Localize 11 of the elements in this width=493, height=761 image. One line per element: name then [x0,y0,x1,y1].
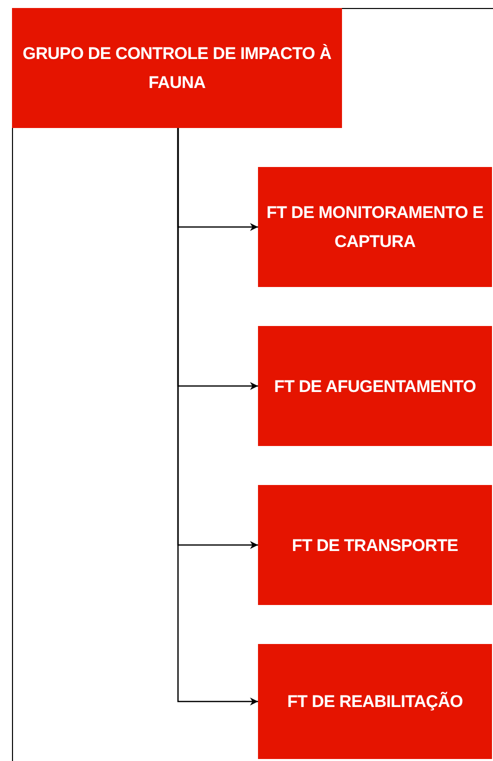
arrow [177,128,258,706]
team-box [258,485,492,605]
team-box [258,644,492,759]
team-box [258,326,492,446]
box-label: FT DE TRANSPORTE [292,534,458,556]
group-box [12,8,342,128]
box-label: FT DE AFUGENTAMENTO [274,376,476,398]
box-label: FT DE MONITORAMENTO E CAPTURA [266,202,484,253]
box-label: FT DE REABILITAÇÃO [287,690,463,713]
team-box [258,167,492,287]
box-label: GRUPO DE CONTROLE DE IMPACTO À FAUNA [22,43,332,94]
